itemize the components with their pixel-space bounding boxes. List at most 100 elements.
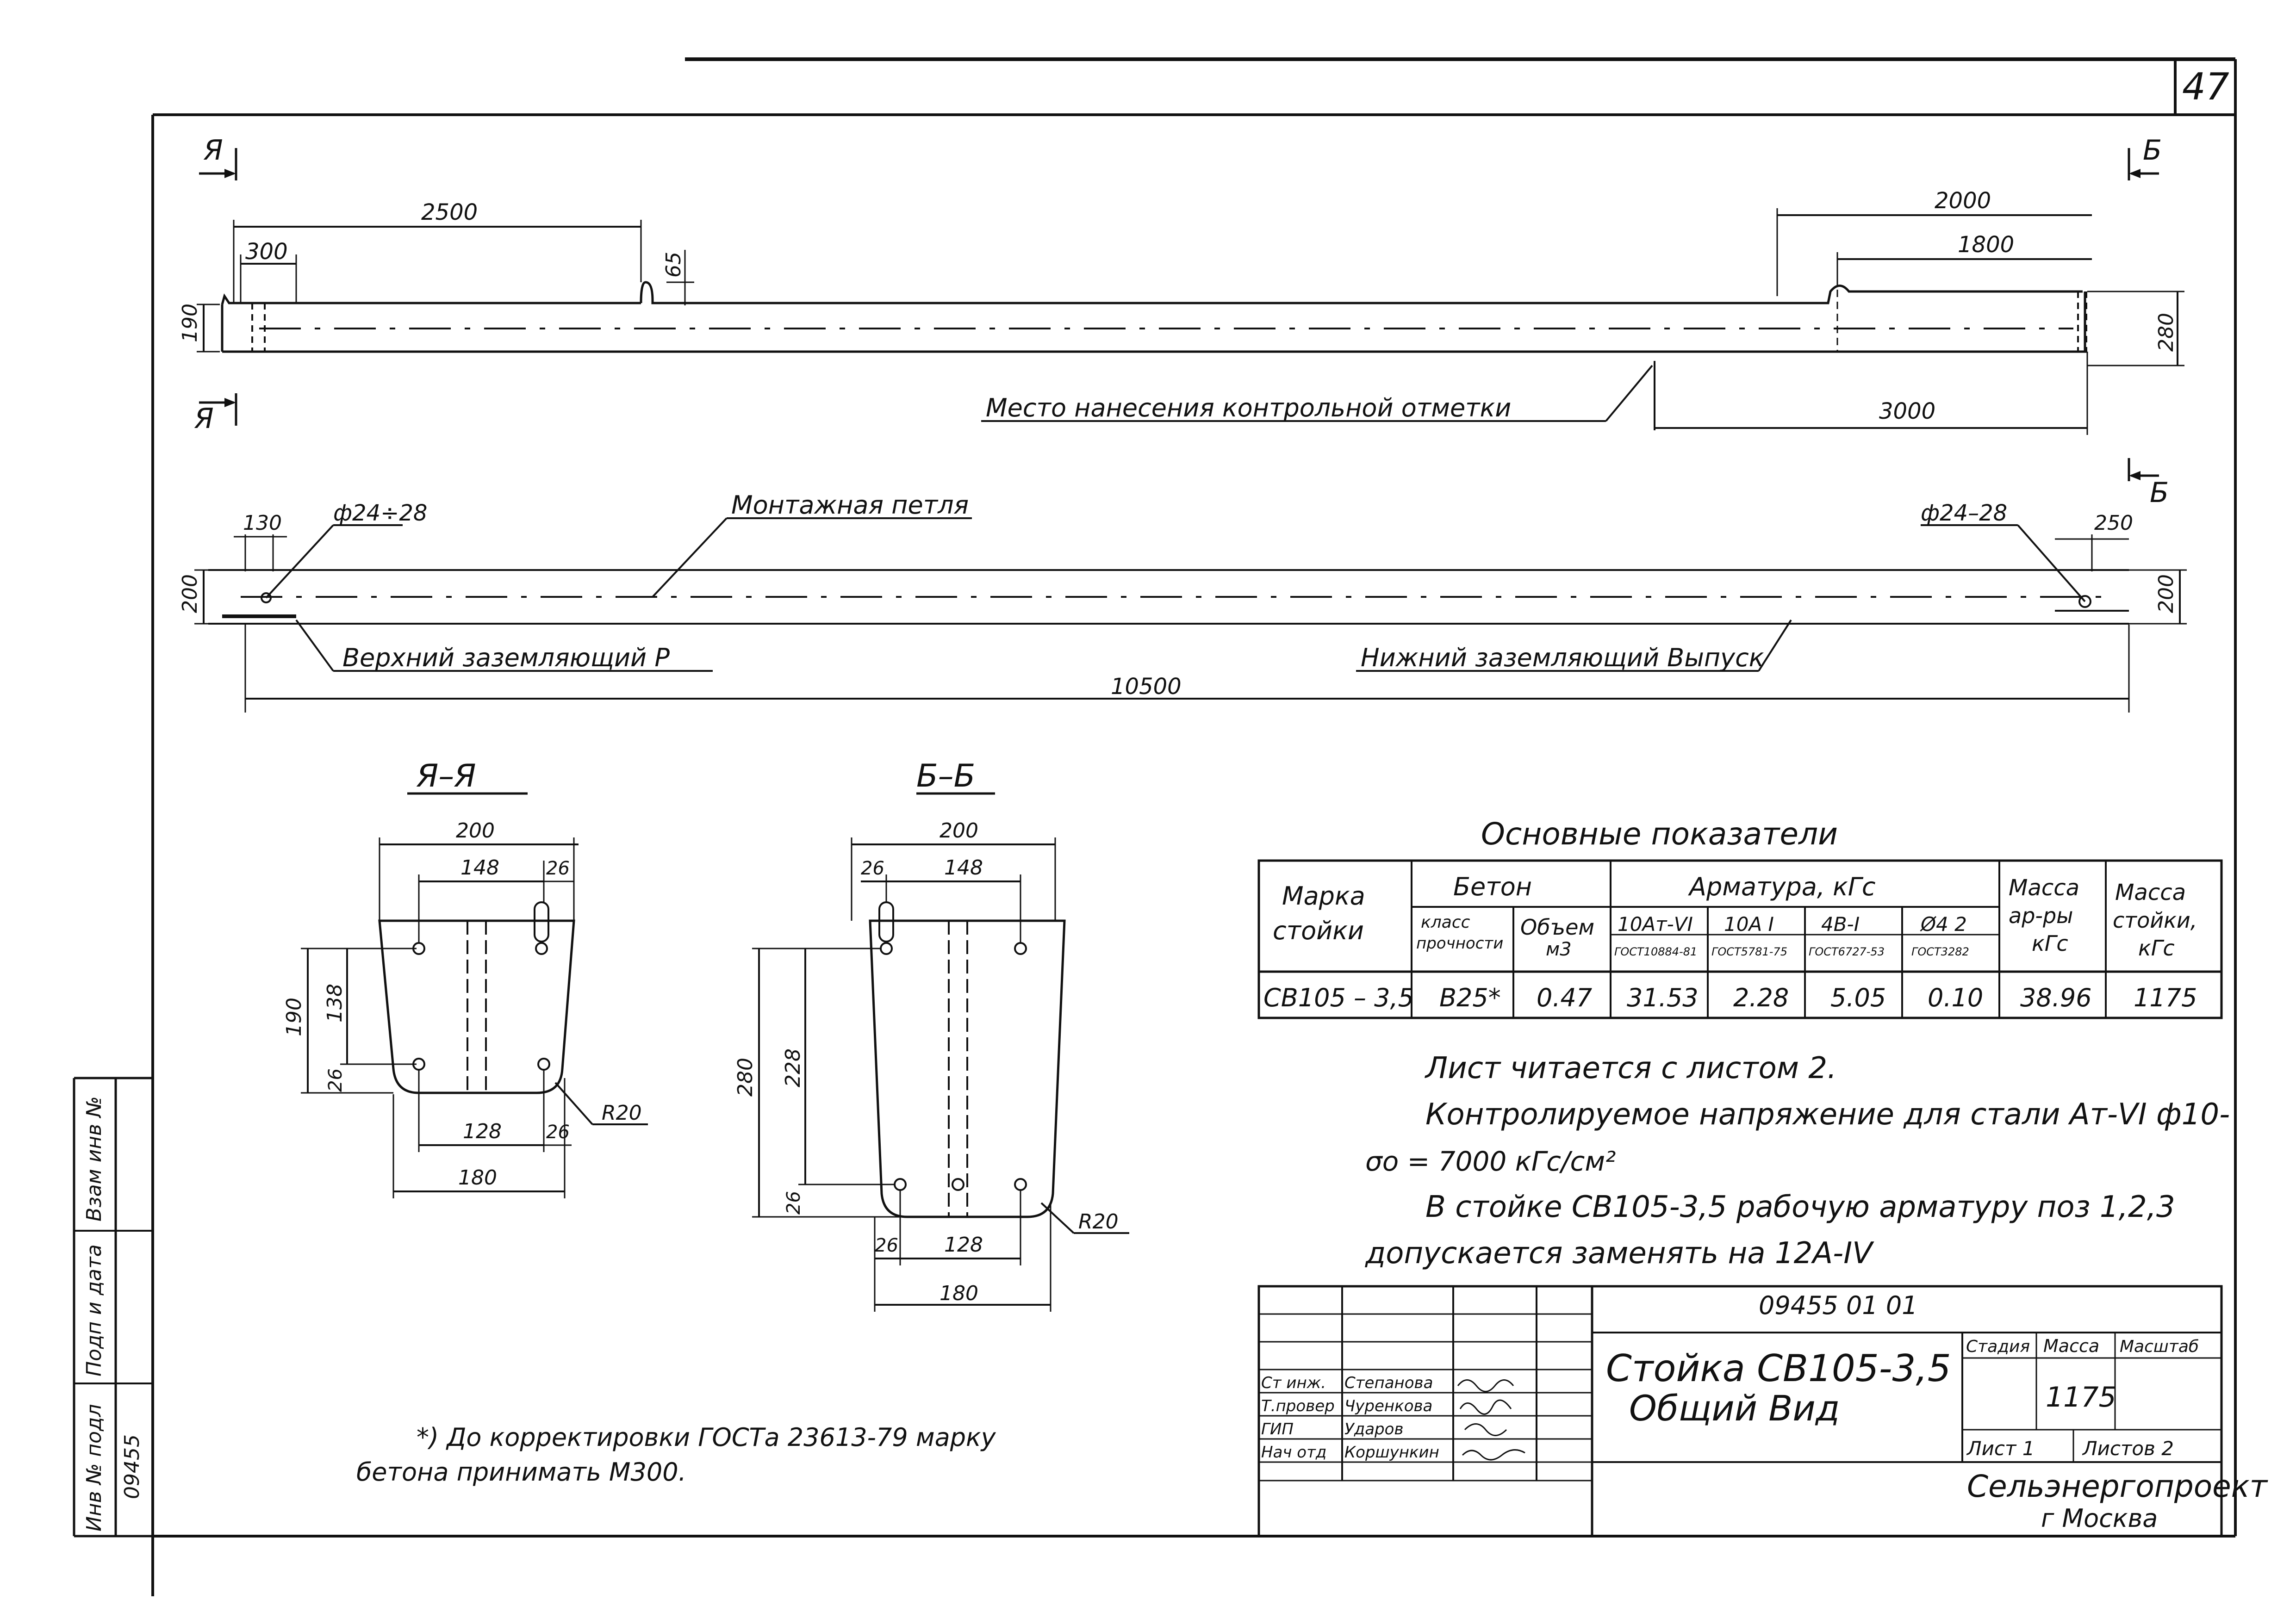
dim-3000: 3000	[1879, 398, 1935, 424]
th-massa-st-3: кГс	[2138, 936, 2175, 961]
aa-w128: 128	[463, 1120, 502, 1143]
th-massa-ar-2: ар-ры	[2009, 903, 2073, 928]
dim-1800: 1800	[1958, 232, 2014, 258]
th-a4: Ø4 2	[1920, 913, 1967, 936]
tb-signatures	[1457, 1379, 1525, 1461]
bb-h26: 26	[783, 1191, 804, 1215]
th-stoiki: стойки	[1273, 916, 1364, 945]
lower-ground-label: Нижний заземляющий Выпуск	[1361, 643, 1764, 672]
sheet-frame	[73, 57, 2237, 1596]
tb-role-2: Т.провер	[1261, 1397, 1335, 1415]
footnote-line-2: бетона принимать М300.	[356, 1457, 686, 1487]
tb-org-2: г Москва	[2041, 1504, 2158, 1533]
aa-h26: 26	[325, 1068, 346, 1092]
pole-plan-view	[194, 517, 2187, 713]
tb-stadia: Стадия	[1966, 1337, 2030, 1356]
mounting-loop-label: Монтажная петля	[731, 490, 969, 520]
tb-title-2: Общий Вид	[1629, 1388, 1840, 1429]
control-mark-label: Место нанесения контрольной отметки	[986, 393, 1511, 422]
note-line-5: допускается заменять на 12А-IV	[1365, 1236, 1874, 1271]
aa-w200: 200	[456, 819, 495, 843]
th-massa-ar-3: кГс	[2032, 931, 2068, 956]
th-a2: 10А I	[1724, 913, 1774, 936]
bb-h280: 280	[734, 1058, 757, 1097]
dim-65: 65	[662, 252, 685, 278]
tb-doc-code: 09455 01 01	[1759, 1291, 1918, 1320]
aa-w26-bot: 26	[546, 1122, 570, 1143]
aa-radius: R20	[602, 1101, 642, 1125]
section-bb-title: Б–Б	[916, 758, 975, 794]
td-a2: 2.28	[1733, 983, 1789, 1012]
note-line-3: σо = 7000 кГс/см²	[1365, 1146, 1616, 1177]
aa-w180: 180	[458, 1166, 497, 1190]
tb-org-1: Сельэнергопроект	[1967, 1469, 2269, 1504]
tb-title-1: Стойка СВ105-3,5	[1606, 1347, 1951, 1390]
section-cut-markers	[199, 148, 2159, 481]
aa-h138: 138	[323, 984, 347, 1023]
tb-massa-value: 1175	[2046, 1381, 2116, 1414]
bb-w128: 128	[944, 1233, 983, 1257]
td-massa-ar: 38.96	[2020, 983, 2092, 1012]
upper-ground-label: Верхний заземляющий Р	[342, 643, 670, 672]
th-obem: Объем	[1520, 915, 1594, 940]
section-a-mark-bottom: Я	[194, 403, 214, 435]
aa-w26-top: 26	[546, 858, 570, 879]
tb-name-3: Ударов	[1344, 1420, 1403, 1438]
note-line-4: В стойке СВ105-3,5 рабочую арматуру поз …	[1425, 1190, 2175, 1224]
sheet-number: 47	[2182, 65, 2229, 108]
td-a3: 5.05	[1830, 983, 1886, 1012]
th-massa-st-1: Масса	[2115, 880, 2186, 905]
th-massa-ar-1: Масса	[2009, 875, 2079, 901]
dim-10500: 10500	[1111, 674, 1182, 700]
tb-name-4: Коршункин	[1344, 1443, 1439, 1462]
th-a3: 4В-I	[1821, 913, 1860, 936]
stamp-inv-value: 09455	[120, 1434, 144, 1499]
section-aa-drawing	[301, 792, 648, 1198]
section-aa-title: Я–Я	[416, 758, 476, 794]
dim-2500: 2500	[421, 199, 478, 225]
aa-w148: 148	[460, 856, 499, 880]
th-gost4: ГОСТ3282	[1911, 945, 1969, 958]
section-b-mark-top: Б	[2143, 134, 2162, 167]
tb-role-1: Ст инж.	[1261, 1374, 1326, 1392]
dim-200-right: 200	[2154, 574, 2178, 613]
tb-name-1: Степанова	[1344, 1374, 1433, 1392]
th-m3: м3	[1546, 939, 1572, 960]
dim-300: 300	[245, 239, 288, 265]
th-a1: 10Ат-VI	[1618, 913, 1693, 936]
th-prochn: прочности	[1416, 934, 1503, 953]
th-armatura: Арматура, кГс	[1688, 872, 1876, 901]
tb-role-3: ГИП	[1261, 1420, 1294, 1438]
footnote-line-1: *) До корректировки ГОСТа 23613-79 марку	[417, 1423, 996, 1452]
tb-name-2: Чуренкова	[1344, 1397, 1432, 1415]
bb-w26-bot: 26	[875, 1235, 898, 1256]
tb-masshtab: Масштаб	[2120, 1337, 2199, 1356]
indicators-title: Основные показатели	[1481, 816, 1838, 852]
title-block-grid	[1257, 1285, 2223, 1538]
section-a-mark-top: Я	[203, 134, 223, 167]
note-line-1: Лист читается с листом 2.	[1425, 1051, 1836, 1085]
dim-2000: 2000	[1935, 188, 1991, 214]
bb-w148: 148	[944, 856, 983, 880]
th-beton: Бетон	[1453, 872, 1532, 901]
tb-list: Лист 1	[1966, 1437, 2035, 1460]
td-a4: 0.10	[1928, 983, 1983, 1012]
dim-130: 130	[243, 511, 282, 535]
td-a1: 31.53	[1627, 983, 1699, 1012]
td-marka: СВ105 – 3,5	[1263, 983, 1414, 1012]
section-bb-drawing	[752, 792, 1129, 1312]
note-line-2: Контролируемое напряжение для стали Ат-V…	[1425, 1097, 2230, 1132]
th-gost3: ГОСТ6727-53	[1809, 945, 1885, 958]
pole-side-view	[197, 208, 2184, 435]
indicators-table-grid	[1257, 859, 2223, 1019]
dim-250: 250	[2094, 511, 2133, 535]
bb-w26-top: 26	[861, 858, 884, 879]
aa-h190: 190	[282, 998, 306, 1036]
th-gost2: ГОСТ5781-75	[1711, 945, 1787, 958]
bb-w180: 180	[940, 1282, 978, 1305]
tb-role-4: Нач отд	[1261, 1443, 1326, 1462]
bb-w200: 200	[940, 819, 978, 843]
dim-200-left: 200	[178, 574, 202, 613]
hole-left-label: ф24÷28	[333, 500, 427, 526]
